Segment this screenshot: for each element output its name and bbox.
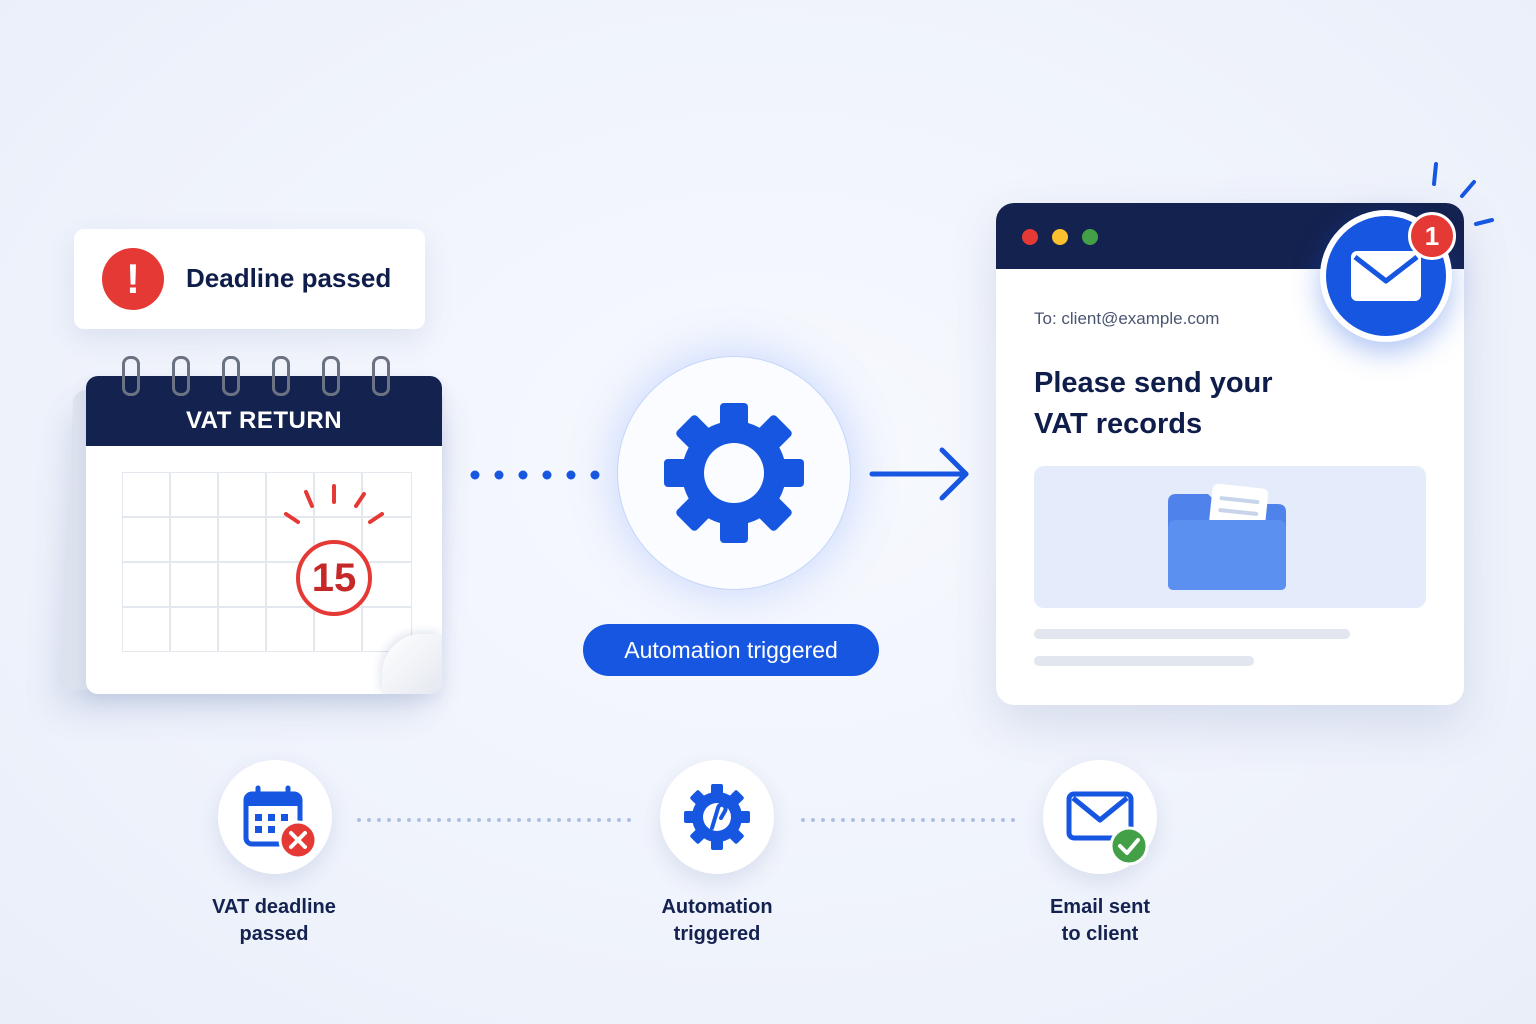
step-label-line: VAT deadline xyxy=(212,896,336,918)
step-label-line: passed xyxy=(239,923,309,945)
vat-return-calendar: VAT RETURN xyxy=(58,350,450,710)
step-email-circle xyxy=(1043,760,1157,874)
step-automation-circle xyxy=(660,760,774,874)
gear-icon xyxy=(664,403,804,543)
step-deadline-label: VAT deadline passed xyxy=(164,894,384,948)
email-subject-line1: Please send your xyxy=(1034,367,1273,399)
due-date-circle: 15 xyxy=(296,540,372,616)
gear-icon xyxy=(684,784,750,850)
step-label-line: Automation xyxy=(661,896,773,918)
calendar-title: VAT RETURN xyxy=(86,376,442,446)
email-subject-line2: VAT records xyxy=(1034,408,1203,440)
calendar-ring xyxy=(172,356,190,396)
automation-triggered-pill: Automation triggered xyxy=(583,624,879,676)
automation-gear-circle xyxy=(618,357,850,589)
step-connector-dots xyxy=(801,818,1021,822)
arrow-right-icon xyxy=(869,447,969,501)
calendar-page: VAT RETURN xyxy=(86,376,442,694)
step-label-line: triggered xyxy=(673,923,761,945)
calendar-ring xyxy=(122,356,140,396)
calendar-ring xyxy=(372,356,390,396)
close-dot-icon xyxy=(1022,229,1038,245)
mail-check-icon xyxy=(1066,791,1149,866)
text-placeholder-line xyxy=(1034,656,1254,666)
step-email-label: Email sent to client xyxy=(990,894,1210,948)
calendar-x-icon xyxy=(243,785,318,860)
email-recipient: To: client@example.com xyxy=(1034,309,1220,328)
envelope-icon xyxy=(1351,251,1421,301)
folder-icon xyxy=(1168,484,1286,590)
notification-sparkle xyxy=(1432,162,1494,226)
flow-connector-dots xyxy=(470,470,600,480)
alert-icon: ! xyxy=(102,248,164,310)
deadline-passed-badge: ! Deadline passed xyxy=(74,229,425,329)
step-label-line: to client xyxy=(1061,923,1139,945)
minimize-dot-icon xyxy=(1052,229,1068,245)
calendar-ring xyxy=(222,356,240,396)
maximize-dot-icon xyxy=(1082,229,1098,245)
step-automation-label: Automation triggered xyxy=(607,894,827,948)
attachment-preview xyxy=(1034,466,1426,608)
calendar-ring xyxy=(322,356,340,396)
email-subject: Please send your VAT records xyxy=(1034,363,1334,445)
burst-lines xyxy=(284,484,384,524)
step-deadline-circle xyxy=(218,760,332,874)
text-placeholder-line xyxy=(1034,629,1350,639)
step-label-line: Email sent xyxy=(1049,896,1151,918)
calendar-ring xyxy=(272,356,290,396)
deadline-passed-text: Deadline passed xyxy=(186,263,392,293)
step-connector-dots xyxy=(357,818,635,822)
notification-count-badge: 1 xyxy=(1408,212,1456,260)
